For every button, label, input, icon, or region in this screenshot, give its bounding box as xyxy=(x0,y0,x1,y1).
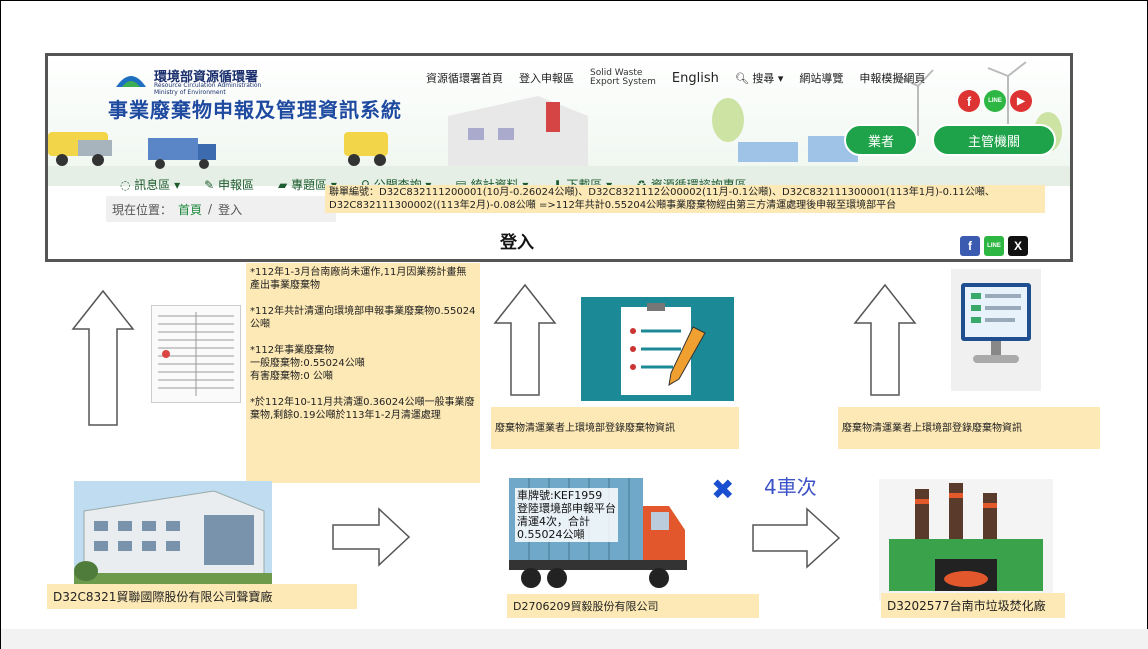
nav-search-button[interactable]: 🔍︎ 搜尋 ▾ xyxy=(735,70,784,86)
trip-count: 4車次 xyxy=(764,475,817,499)
operator-button[interactable]: 業者 xyxy=(844,124,918,156)
nav-solid-waste-link[interactable]: Solid Waste Export System xyxy=(590,69,656,87)
edit-icon: ✎ xyxy=(204,177,219,192)
up-arrow-icon xyxy=(71,289,135,426)
book-icon: ▰ xyxy=(278,177,292,192)
share-line-icon[interactable]: LINE xyxy=(984,236,1004,256)
menu-topics[interactable]: ▰ 專題區 ▾ xyxy=(278,176,337,193)
mixer-truck-2-illustration xyxy=(344,132,388,166)
truck-info-note: 車牌號:KEF1959 登陸環境部申報平台 清運4次，合計 0.55024公噸 xyxy=(515,488,618,542)
menu-declare[interactable]: ✎ 申報區 xyxy=(204,176,254,193)
share-x-icon[interactable]: X xyxy=(1008,236,1028,256)
computer-illustration xyxy=(951,269,1041,391)
system-title: 事業廢棄物申報及管理資訊系統 xyxy=(108,98,402,122)
breadcrumb-separator: / xyxy=(208,202,213,216)
nav-home-link[interactable]: 資源循環署首頁 xyxy=(426,72,503,85)
authority-button[interactable]: 主管機關 xyxy=(932,124,1056,156)
nav-solid-waste-line2: Export System xyxy=(590,77,656,87)
breadcrumb-home-link[interactable]: 首頁 xyxy=(178,202,203,217)
website-screenshot: 環境部資源循環署 Resource Circulation Administra… xyxy=(45,53,1073,262)
source-factory-label: D32C8321貿聯國際股份有限公司聲寶廠 xyxy=(47,584,357,609)
menu-news-label: 訊息區 xyxy=(134,177,171,192)
mixer-truck-illustration xyxy=(48,132,112,166)
right-arrow-icon xyxy=(332,507,411,567)
monitor-icon xyxy=(961,283,1031,363)
manifest-document-thumbnail xyxy=(151,305,241,403)
close-icon: ✖ xyxy=(711,473,735,506)
line-icon[interactable]: LINE xyxy=(984,90,1006,112)
ministry-name: 環境部資源循環署 xyxy=(154,70,259,85)
download-icon: ⬇ xyxy=(552,178,566,192)
youtube-icon[interactable]: ▶ xyxy=(1010,90,1032,112)
incinerator-label: D3202577台南市垃圾焚化廠 xyxy=(881,593,1065,618)
nav-search-label: 搜尋 xyxy=(752,72,775,85)
document-icon xyxy=(158,312,234,396)
ministry-logo-icon xyxy=(116,76,146,87)
chevron-down-icon: ▾ xyxy=(777,72,784,85)
nav-demo-link[interactable]: 申報模擬網頁 xyxy=(859,72,926,85)
footer-strip xyxy=(1,629,1148,649)
nav-english-link[interactable]: English xyxy=(671,70,719,86)
nav-login-link[interactable]: 登入申報區 xyxy=(519,72,574,85)
header-scenery xyxy=(48,61,1062,169)
header-ground xyxy=(48,166,1070,186)
solar-panel-illustration xyxy=(738,136,858,162)
manifest-notice: 聯單編號：D32C832111200001(10月-0.26024公噸)、D32… xyxy=(325,185,1045,213)
menu-topics-label: 專題區 xyxy=(291,177,328,192)
up-arrow-icon xyxy=(493,283,557,396)
breadcrumb: 現在位置： 首頁 / 登入 xyxy=(106,196,336,222)
incinerator-illustration xyxy=(879,479,1053,601)
wind-turbine-illustration xyxy=(897,61,1027,136)
transporter-label: D2706209貿毅股份有限公司 xyxy=(507,594,759,618)
share-facebook-icon[interactable]: f xyxy=(960,236,980,256)
blue-truck-illustration xyxy=(148,138,216,169)
chat-icon: ◌ xyxy=(120,177,135,192)
waste-summary-note: *112年1-3月台南廠尚未運作,11月因業務計畫無產出事業廢棄物 *112年共… xyxy=(246,263,480,483)
transporter-register-note: 廢棄物清運業者上環境部登錄廢棄物資訊 xyxy=(491,407,739,449)
facebook-icon[interactable]: f xyxy=(958,90,980,112)
recycle-icon: ♻ xyxy=(636,178,651,192)
source-factory-photo xyxy=(74,481,272,584)
factory-illustration xyxy=(448,96,588,166)
top-navigation: 資源循環署首頁 登入申報區 Solid Waste Export System … xyxy=(426,69,925,87)
search-icon: ⚲ xyxy=(361,178,374,192)
processor-register-note: 廢棄物清運業者上環境部登錄廢棄物資訊 xyxy=(838,407,1100,449)
menu-news[interactable]: ◌ 訊息區 ▾ xyxy=(120,177,181,192)
form-checklist-illustration xyxy=(581,297,734,401)
breadcrumb-current: 登入 xyxy=(218,202,243,217)
ministry-subtitle: Resource Circulation Administration Mini… xyxy=(154,82,262,96)
nav-solid-waste-line1: Solid Waste xyxy=(590,68,643,78)
breadcrumb-prefix: 現在位置： xyxy=(112,202,173,217)
chart-icon: ▤ xyxy=(455,178,470,192)
right-arrow-icon xyxy=(752,507,841,569)
up-arrow-icon xyxy=(853,283,917,396)
login-heading: 登入 xyxy=(500,233,534,253)
nav-sitemap-link[interactable]: 網站導覽 xyxy=(799,72,844,85)
menu-declare-label: 申報區 xyxy=(218,177,255,192)
search-icon: 🔍︎ xyxy=(734,72,749,85)
